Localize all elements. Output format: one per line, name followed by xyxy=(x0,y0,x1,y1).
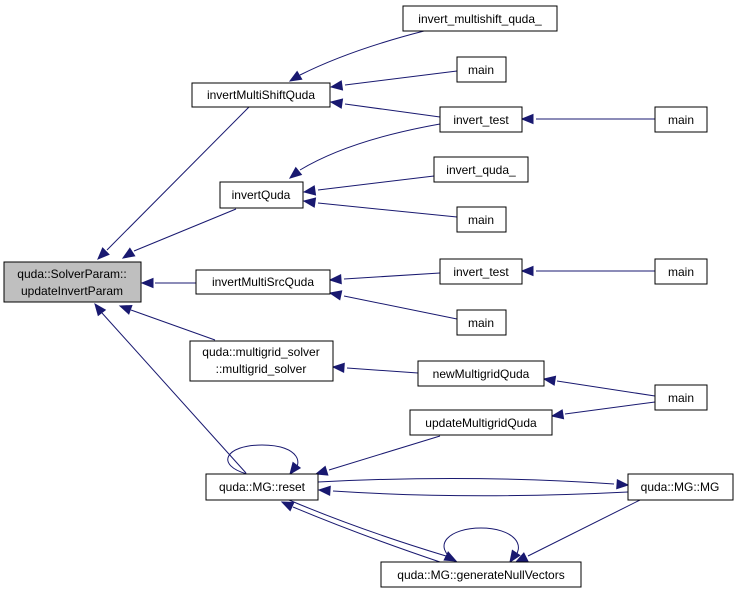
arrowhead-invert_test_a-to-invertMultiShiftQuda xyxy=(329,98,344,109)
node-mg_MG[interactable]: quda::MG::MG xyxy=(627,473,734,501)
edge-mg_reset-to-mg_MG xyxy=(317,477,615,485)
arrowhead-main_a-to-invertMultiShiftQuda xyxy=(329,80,344,91)
edge-invertQuda-to-root xyxy=(133,208,237,252)
node-root[interactable]: quda::SolverParam:: updateInvertParam xyxy=(3,261,142,303)
node-invert_test_b-label: invert_test xyxy=(453,265,509,279)
node-mg_generateNullVectors-label: quda::MG::generateNullVectors xyxy=(397,568,564,582)
node-main_f[interactable]: main xyxy=(654,384,708,411)
node-main_e-label: main xyxy=(668,265,694,279)
node-mg_reset[interactable]: quda::MG::reset xyxy=(205,473,319,501)
node-mg_MG-label: quda::MG::MG xyxy=(641,480,720,494)
arrowhead-updateMultigridQuda-to-mg_reset xyxy=(314,465,329,476)
node-main_d-label: main xyxy=(668,113,694,127)
node-invert_quda_-label: invert_quda_ xyxy=(446,163,516,177)
edge-mg_reset-to-mg_generateNullVectors xyxy=(288,499,447,557)
edge-main_c-to-invertMultiSrcQuda xyxy=(343,295,458,320)
node-invertQuda[interactable]: invertQuda xyxy=(219,181,304,209)
edge-invert_test_a-to-invertMultiShiftQuda xyxy=(344,103,441,118)
arrowhead-main_f-to-updateMultigridQuda xyxy=(550,409,565,420)
arrowhead-main_b-to-invertQuda xyxy=(302,197,317,208)
edge-mg_reset-to-mg_reset xyxy=(227,444,299,475)
node-invertMultiShiftQuda-label: invertMultiShiftQuda xyxy=(207,88,315,102)
arrowhead-invertMultiSrcQuda-to-root xyxy=(140,277,154,289)
edge-updateMultigridQuda-to-mg_reset xyxy=(328,435,441,471)
node-main_a-label: main xyxy=(468,63,494,77)
node-invert_quda_[interactable]: invert_quda_ xyxy=(433,156,529,183)
edge-newMultigridQuda-to-multigrid_solver xyxy=(346,367,419,374)
node-main_e[interactable]: main xyxy=(654,258,708,285)
node-main_d[interactable]: main xyxy=(654,106,708,133)
arrowhead-main_f-to-newMultigridQuda xyxy=(542,375,557,386)
node-invertMultiSrcQuda-label: invertMultiSrcQuda xyxy=(212,275,314,289)
edge-main_a-to-invertMultiShiftQuda xyxy=(344,70,458,86)
edge-invert_test_b-to-invertMultiSrcQuda xyxy=(343,272,441,280)
arrowhead-mg_reset-to-root xyxy=(94,302,107,317)
node-main_c[interactable]: main xyxy=(456,309,507,336)
node-main_c-label: main xyxy=(468,316,494,330)
node-newMultigridQuda-label: newMultigridQuda xyxy=(433,367,530,381)
node-main_f-label: main xyxy=(668,391,694,405)
arrowhead-main_c-to-invertMultiSrcQuda xyxy=(328,290,343,301)
edge-invert_multishift_quda_-to-invertMultiShiftQuda xyxy=(299,30,425,76)
edge-main_f-to-newMultigridQuda xyxy=(556,380,656,397)
node-invert_test_a-label: invert_test xyxy=(453,113,509,127)
node-root-line1: quda::SolverParam:: xyxy=(17,267,126,281)
edge-mg_MG-to-mg_generateNullVectors xyxy=(527,499,641,557)
node-invert_multishift_quda_-label: invert_multishift_quda_ xyxy=(418,12,542,26)
node-updateMultigridQuda[interactable]: updateMultigridQuda xyxy=(409,409,553,436)
arrowhead-mg_generateNullVectors-to-mg_generateNullVectors xyxy=(509,549,521,564)
node-multigrid_solver-line2: ::multigrid_solver xyxy=(216,362,307,376)
arrowhead-invert_test_b-to-invertMultiSrcQuda xyxy=(328,273,342,285)
edge-main_f-to-updateMultigridQuda xyxy=(564,401,656,415)
arrowhead-main_d-to-invert_test_a xyxy=(520,113,534,125)
edge-mg_generateNullVectors-to-mg_reset xyxy=(292,506,441,563)
node-main_b[interactable]: main xyxy=(456,206,507,233)
edge-mg_MG-to-mg_reset xyxy=(332,490,629,497)
node-multigrid_solver-line1: quda::multigrid_solver xyxy=(202,345,319,359)
arrowhead-newMultigridQuda-to-multigrid_solver xyxy=(331,362,345,374)
node-invert_multishift_quda_[interactable]: invert_multishift_quda_ xyxy=(402,5,558,32)
arrowhead-mg_reset-to-mg_reset xyxy=(289,461,302,476)
node-invertQuda-label: invertQuda xyxy=(232,188,291,202)
node-updateMultigridQuda-label: updateMultigridQuda xyxy=(425,416,537,430)
arrowhead-invert_test_a-to-invertQuda xyxy=(288,166,303,179)
node-mg_reset-label: quda::MG::reset xyxy=(219,480,306,494)
arrowhead-invert_quda_-to-invertQuda xyxy=(302,185,317,196)
edge-mg_reset-to-root xyxy=(101,312,247,474)
node-newMultigridQuda[interactable]: newMultigridQuda xyxy=(417,360,545,387)
node-root-line2: updateInvertParam xyxy=(21,284,123,298)
edge-invert_quda_-to-invertQuda xyxy=(317,175,435,191)
arrowhead-mg_generateNullVectors-to-mg_reset xyxy=(280,501,295,512)
edge-invertMultiShiftQuda-to-root xyxy=(106,106,250,251)
arrowhead-invertMultiShiftQuda-to-root xyxy=(97,247,110,260)
arrowhead-multigrid_solver-to-root xyxy=(118,305,133,315)
arrowhead-mg_MG-to-mg_reset xyxy=(317,485,331,497)
arrowhead-mg_reset-to-mg_generateNullVectors xyxy=(443,551,458,562)
arrowhead-invert_multishift_quda_-to-invertMultiShiftQuda xyxy=(288,70,303,82)
nodes-layer: quda::SolverParam:: updateInvertParam in… xyxy=(3,5,734,588)
node-multigrid_solver[interactable]: quda::multigrid_solver ::multigrid_solve… xyxy=(189,340,334,382)
node-main_b-label: main xyxy=(468,213,494,227)
arrowhead-invertQuda-to-root xyxy=(121,247,136,259)
node-main_a[interactable]: main xyxy=(456,56,507,83)
edges-layer xyxy=(94,30,656,564)
node-invertMultiShiftQuda[interactable]: invertMultiShiftQuda xyxy=(191,82,331,108)
arrowhead-mg_reset-to-mg_MG xyxy=(616,478,630,490)
edge-mg_generateNullVectors-to-mg_generateNullVectors xyxy=(443,527,519,563)
edge-main_b-to-invertQuda xyxy=(317,202,458,218)
node-invertMultiSrcQuda[interactable]: invertMultiSrcQuda xyxy=(195,269,331,295)
node-mg_generateNullVectors[interactable]: quda::MG::generateNullVectors xyxy=(380,561,582,588)
node-invert_test_a[interactable]: invert_test xyxy=(439,106,523,133)
arrowhead-main_e-to-invert_test_b xyxy=(520,265,534,277)
edge-multigrid_solver-to-root xyxy=(130,309,216,341)
node-invert_test_b[interactable]: invert_test xyxy=(439,258,523,285)
edge-invert_test_a-to-invertQuda xyxy=(299,123,441,171)
